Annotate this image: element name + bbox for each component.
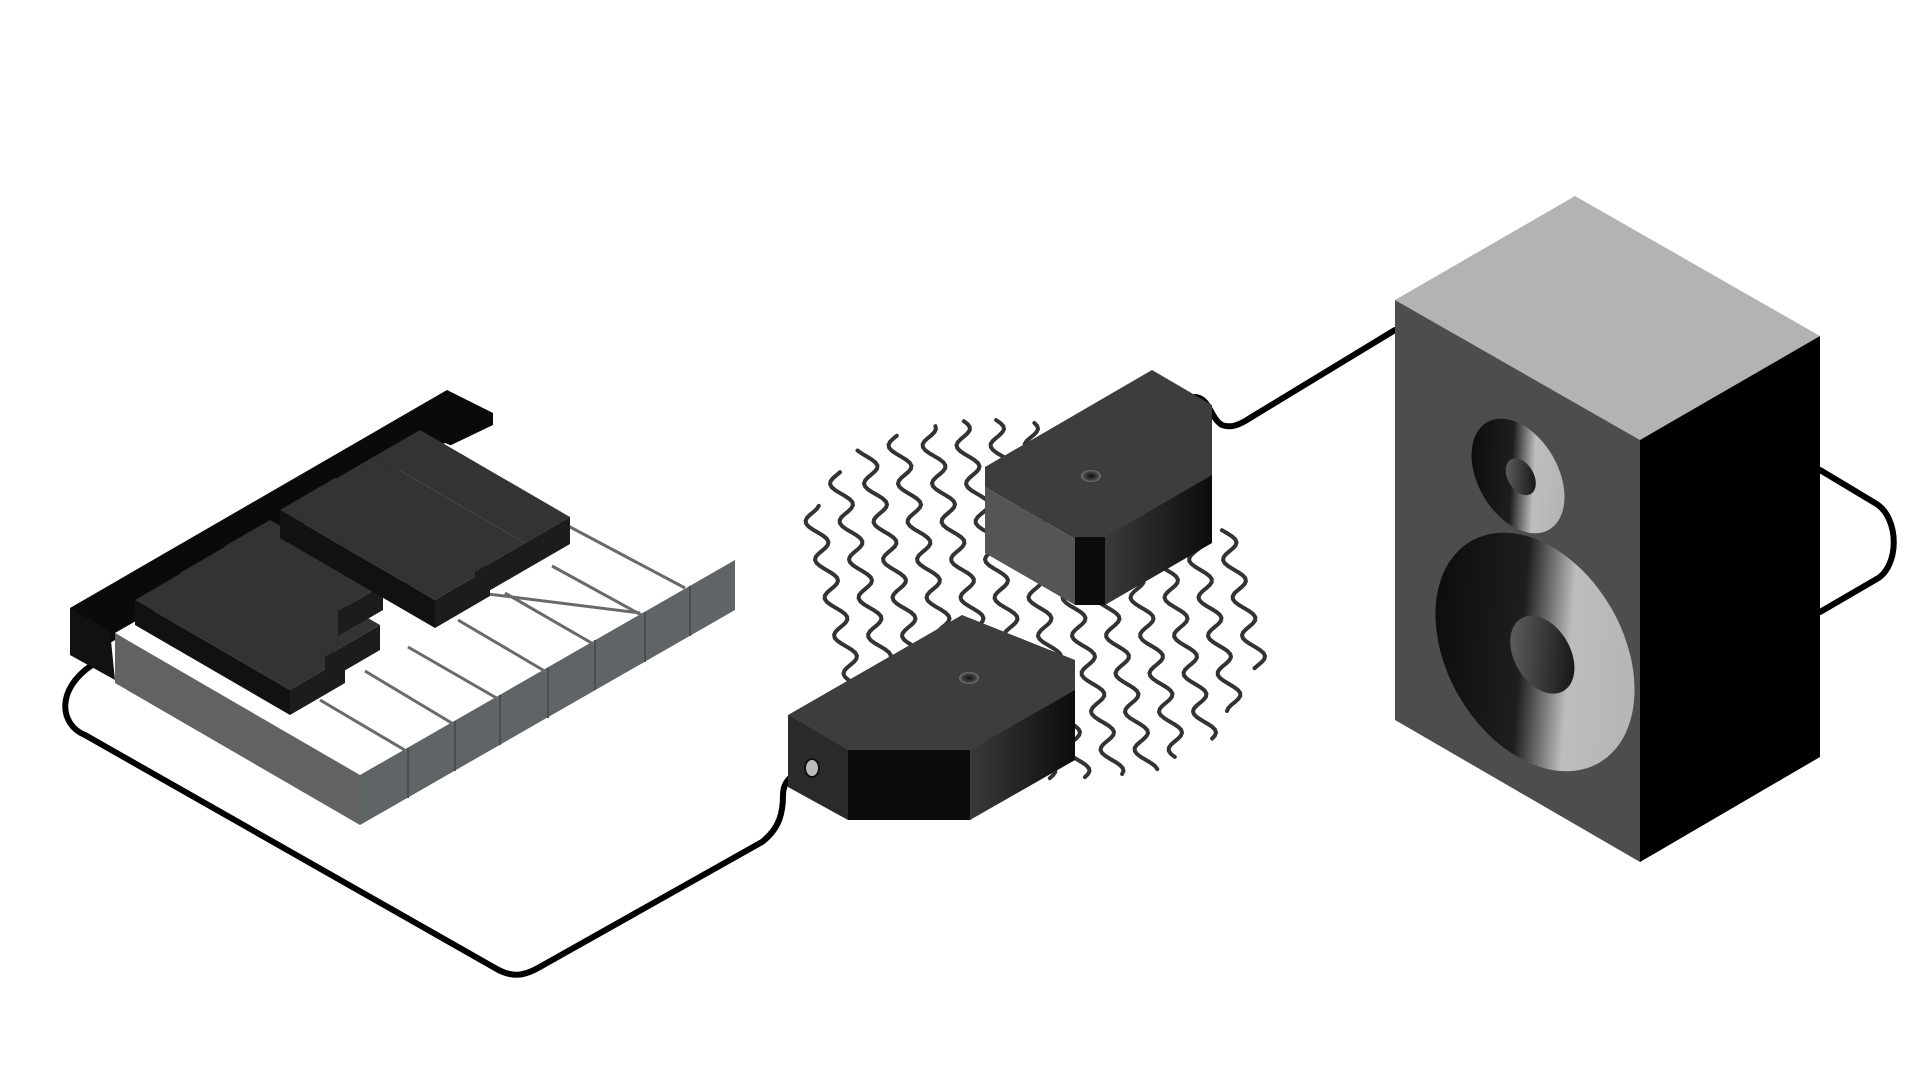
receiver-box (985, 370, 1212, 605)
black-key-1-side (135, 600, 290, 715)
speaker-power-cable (1817, 467, 1897, 615)
black-key-1-top (135, 568, 345, 690)
receiver-led (1081, 470, 1101, 482)
receiver-front-face (1075, 537, 1105, 605)
transmitter-box (788, 615, 1075, 820)
black-key-5-side (475, 543, 525, 599)
transmitter-led (959, 672, 979, 684)
keyboard-back-rail-front (70, 608, 115, 680)
white-key-front-seams (407, 586, 691, 798)
signal-wave (803, 503, 868, 694)
transmitter-top (788, 615, 1075, 756)
receiver-to-speaker-cable (1192, 327, 1398, 430)
tweeter-dome (1505, 458, 1536, 496)
speaker-top (1395, 196, 1820, 440)
woofer (1435, 532, 1635, 772)
black-key-3-top (225, 520, 383, 611)
receiver-right-face (1105, 475, 1212, 605)
transmitter-front-face (848, 750, 970, 820)
black-key-4-side (280, 510, 435, 628)
black-key-3-side (338, 585, 383, 636)
loudspeaker (1395, 196, 1820, 862)
transmitter-port (804, 758, 820, 778)
black-key-6-top (375, 430, 570, 543)
black-key-group-left (135, 520, 383, 715)
white-keys-left-face (115, 633, 360, 825)
black-key-5-top (325, 456, 525, 572)
receiver-top (985, 370, 1212, 539)
transmitter-right-face (970, 690, 1075, 820)
speaker-side (1640, 336, 1820, 862)
tweeter (1471, 418, 1565, 534)
woofer-dust-cap (1510, 615, 1575, 694)
keyboard-to-transmitter-cable (62, 662, 813, 978)
receiver-left-face (985, 487, 1075, 605)
black-key-4-top (280, 478, 490, 600)
signal-wave (1219, 528, 1268, 671)
black-key-group-right (280, 430, 570, 628)
piano-keyboard (70, 390, 735, 825)
black-key-2-side (325, 625, 380, 682)
black-key-6-side (525, 517, 570, 570)
black-key-2-top (180, 541, 380, 657)
